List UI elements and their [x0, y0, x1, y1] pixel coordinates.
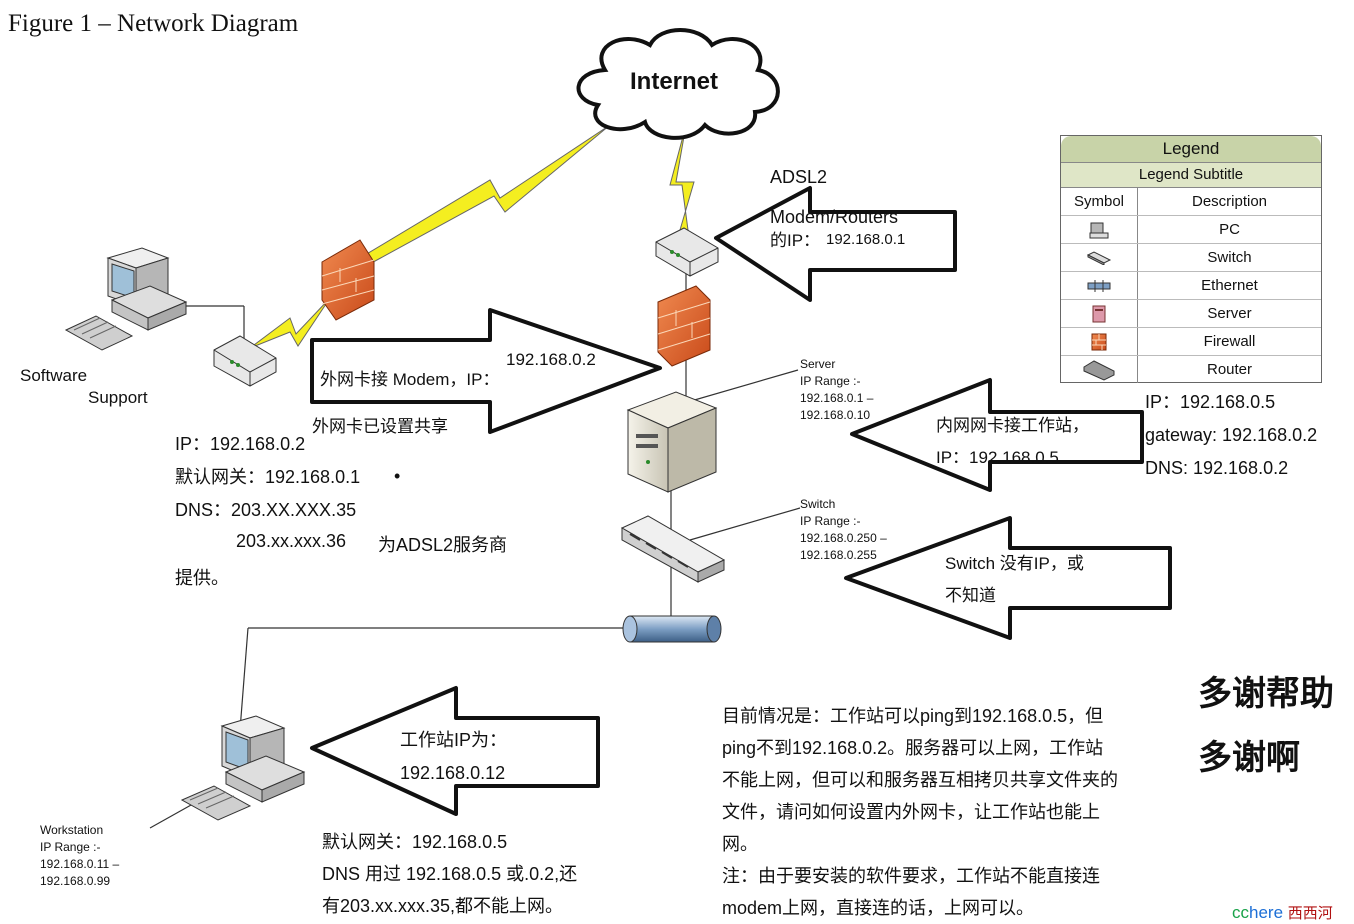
legend-row: Switch	[1061, 244, 1321, 272]
legend-desc: Ethernet	[1201, 277, 1258, 294]
ethernet-icon	[1087, 279, 1111, 292]
pc-icon	[180, 715, 306, 821]
legend-title: Legend	[1061, 136, 1321, 163]
watermark-cc: cc	[1232, 903, 1249, 922]
firewall-icon	[321, 239, 375, 321]
arrow-server-left-line1: 外网卡接 Modem，IP：	[320, 370, 500, 389]
legend-desc: Switch	[1207, 249, 1252, 266]
legend-subtitle: Legend Subtitle	[1061, 163, 1321, 188]
router-icon	[1083, 359, 1115, 381]
thanks-text: 多谢帮助 多谢啊	[1198, 674, 1334, 778]
arrow-server-right-text: 内网网卡接工作站， IP：192.168.0.5	[936, 416, 1089, 467]
router-icon	[213, 335, 277, 387]
workstation-info: Workstation IP Range :- 192.168.0.11 – 1…	[40, 823, 120, 888]
arrow-to-server-right	[310, 308, 662, 434]
legend-desc: PC	[1219, 221, 1240, 238]
legend-row: Router	[1061, 356, 1321, 383]
figure-title: Figure 1 – Network Diagram	[8, 10, 299, 37]
arrow-switch-text: Switch 没有IP，或 不知道	[945, 554, 1084, 605]
arrow-server-left-line2: 外网卡已设置共享	[312, 417, 448, 436]
support-pc-dns2: 203.xx.xxx.36	[236, 531, 347, 551]
software-support-line1: Software	[20, 366, 88, 385]
support-pc-provided: 提供。	[175, 568, 229, 588]
wireless-link-bolts	[249, 124, 695, 349]
software-support-line2: Support	[88, 388, 148, 407]
legend-col-symbol: Symbol	[1061, 188, 1138, 215]
internet-label: Internet	[630, 68, 719, 95]
server-icon	[626, 391, 718, 493]
legend-col-description: Description	[1191, 193, 1268, 210]
pc-icon	[1089, 222, 1109, 238]
adsl-ip: 192.168.0.1	[826, 231, 906, 248]
watermark: cchere 西西河	[1232, 902, 1333, 923]
legend-desc: Firewall	[1203, 333, 1256, 350]
legend-row: Firewall	[1061, 328, 1321, 356]
switch-info: Switch IP Range :- 192.168.0.250 – 192.1…	[800, 497, 887, 562]
legend-row: Server	[1061, 300, 1321, 328]
lightning-icon	[669, 124, 695, 231]
server-info: Server IP Range :- 192.168.0.1 – 192.168…	[800, 357, 874, 422]
arrow-to-modem	[714, 186, 957, 302]
pc-icon	[64, 247, 188, 351]
server-nic-info: IP：192.168.0.5 gateway: 192.168.0.2 DNS:…	[1145, 392, 1318, 478]
switch-icon	[1086, 250, 1112, 265]
arrow-to-workstation	[310, 686, 600, 816]
legend-row: Ethernet	[1061, 272, 1321, 300]
workstation-dns-text: 默认网关：192.168.0.5 DNS 用过 192.168.0.5 或.0.…	[322, 832, 578, 916]
legend-row: PC	[1061, 216, 1321, 244]
server-icon	[1092, 305, 1106, 322]
legend-table: Legend Legend Subtitle Symbol Descriptio…	[1060, 135, 1322, 383]
arrow-workstation-text: 工作站IP为： 192.168.0.12	[400, 730, 508, 783]
watermark-xixihe: 西西河	[1287, 904, 1333, 922]
legend-header-row: Symbol Description	[1061, 188, 1321, 216]
lightning-icon	[359, 124, 611, 267]
support-pc-provider: 为ADSL2服务商	[378, 535, 508, 555]
router-icon	[655, 227, 719, 277]
annotation-arrows	[310, 186, 1172, 816]
legend-desc: Server	[1207, 305, 1252, 322]
legend-desc: Router	[1206, 361, 1253, 378]
adsl-ip-prefix: 的IP：	[770, 231, 821, 250]
firewall-icon	[1091, 333, 1107, 350]
support-pc-info: IP：192.168.0.2 默认网关：192.168.0.1 DNS：203.…	[175, 434, 361, 520]
bullet-dot: •	[394, 466, 401, 486]
switch-icon	[620, 515, 726, 583]
arrow-to-server-left	[850, 378, 1144, 492]
arrow-server-left-ip: 192.168.0.2	[506, 350, 596, 369]
arrow-to-switch	[844, 516, 1172, 640]
firewall-icon	[657, 285, 711, 367]
situation-text: 目前情况是：工作站可以ping到192.168.0.5，但 ping不到192.…	[722, 706, 1118, 918]
watermark-here: here	[1249, 903, 1284, 922]
adsl-label: ADSL2 Modem/Routers	[770, 167, 899, 227]
ethernet-icon	[622, 615, 722, 643]
internet-cloud-icon	[576, 28, 780, 140]
